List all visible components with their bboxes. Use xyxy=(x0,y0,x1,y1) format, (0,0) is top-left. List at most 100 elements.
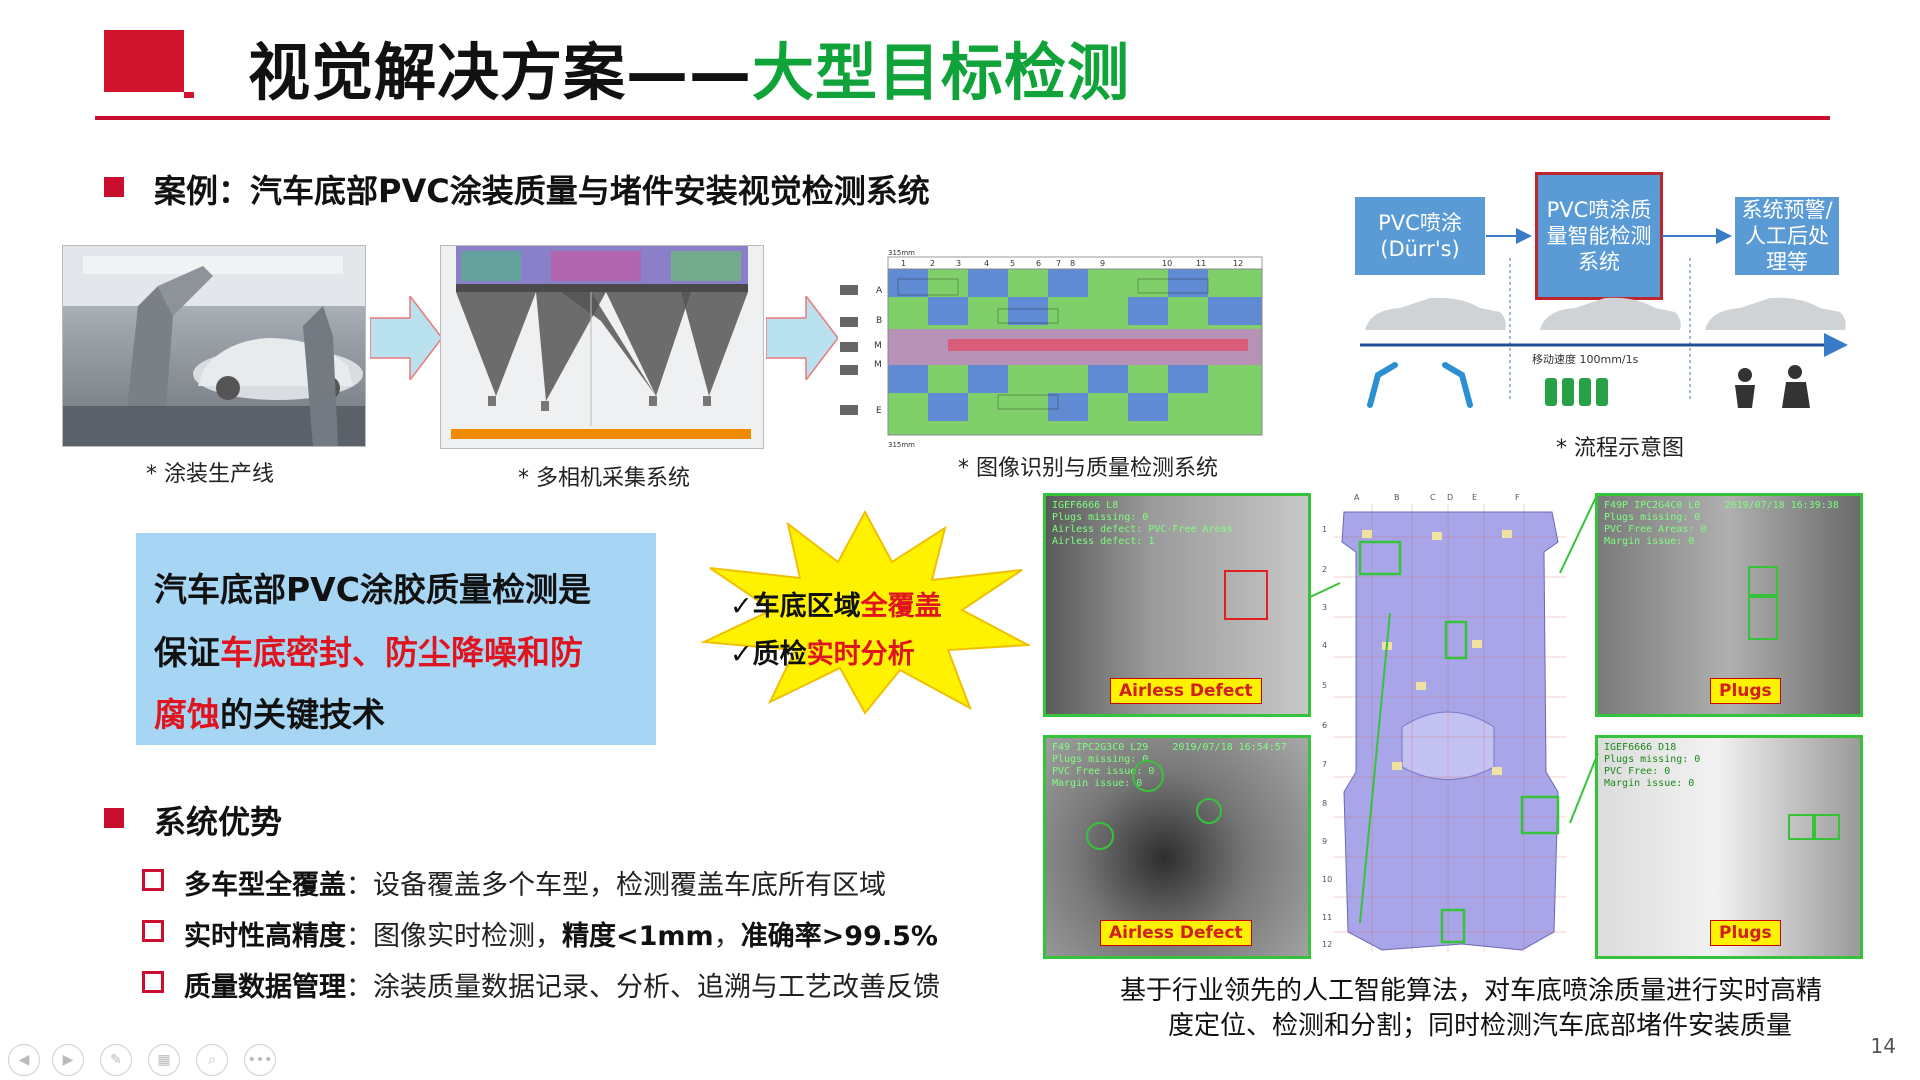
bullet-square xyxy=(104,177,124,197)
checkbox-icon xyxy=(142,920,164,942)
advantage-2-text: ：图像实时检测， xyxy=(346,921,562,952)
slides-icon: ▦ xyxy=(157,1052,171,1068)
svg-text:6: 6 xyxy=(1322,721,1327,730)
svg-text:B: B xyxy=(1394,493,1400,502)
inspection-image-top-right: F49P IPC2G4C0 L0 2019/07/18 16:39:38 Plu… xyxy=(1595,493,1863,717)
inspection-image-bottom-left: F49 IPC2G3C0 L29 2019/07/18 16:54:57 Plu… xyxy=(1043,735,1311,959)
advantage-2-precision: 精度<1mm xyxy=(562,921,714,952)
advantage-2-accuracy: 准确率>99.5% xyxy=(740,921,938,952)
starburst-shape xyxy=(700,510,1030,715)
svg-text:12: 12 xyxy=(1322,940,1332,949)
plug-circle xyxy=(1196,798,1222,824)
next-icon: ▶ xyxy=(62,1052,74,1068)
inspection-1-tag: Airless Defect xyxy=(1110,678,1262,704)
burst-item-2-text: ✓质检 xyxy=(730,639,807,670)
flow-step-alert: 系统预警/人工后处理等 xyxy=(1735,197,1839,275)
advantage-2-title: 实时性高精度 xyxy=(184,921,346,952)
svg-text:2: 2 xyxy=(1322,565,1327,574)
slides-overview-button[interactable]: ▦ xyxy=(148,1044,180,1076)
camera-rig-illustration xyxy=(451,246,751,439)
svg-text:315mm: 315mm xyxy=(888,441,915,449)
flow-step-pvc-spray: PVC喷涂 (Dürr's) xyxy=(1355,197,1485,275)
inspection-image-top-left: IGEF6666 L8 Plugs missing: 0 Airless def… xyxy=(1043,493,1311,717)
next-slide-button[interactable]: ▶ xyxy=(52,1044,84,1076)
plug-circle xyxy=(1086,822,1114,850)
burst-item-2-highlight: 实时分析 xyxy=(806,639,915,670)
inspection-2-tag: Plugs xyxy=(1710,678,1781,704)
svg-text:9: 9 xyxy=(1100,259,1105,268)
plug-box xyxy=(1788,814,1814,840)
key-line-2-highlight: 车底密封、防尘降噪和防 xyxy=(220,633,583,672)
svg-text:315mm: 315mm xyxy=(888,249,915,257)
svg-text:6: 6 xyxy=(1036,259,1041,268)
advantages-heading: 系统优势 xyxy=(154,803,283,841)
page-title-main: 视觉解决方案—— xyxy=(248,36,753,109)
svg-text:1: 1 xyxy=(901,259,906,268)
prev-slide-button[interactable]: ◀ xyxy=(8,1044,40,1076)
inspection-caption-line-1: 基于行业领先的人工智能算法，对车底喷涂质量进行实时高精 xyxy=(1120,976,1823,1006)
page-number: 14 xyxy=(1870,1034,1896,1058)
title-divider xyxy=(95,116,1830,120)
key-line-2-text: 保证 xyxy=(154,633,220,672)
page-title: 视觉解决方案——大型目标检测 xyxy=(248,22,1130,112)
advantage-3-title: 质量数据管理 xyxy=(184,972,346,1003)
svg-text:4: 4 xyxy=(1322,641,1327,650)
zoom-button[interactable]: ⌕ xyxy=(196,1044,228,1076)
plug-box xyxy=(1814,814,1840,840)
svg-text:A: A xyxy=(1354,493,1360,502)
more-options-button[interactable]: ••• xyxy=(244,1044,276,1076)
pen-tool-button[interactable]: ✎ xyxy=(100,1044,132,1076)
svg-text:7: 7 xyxy=(1056,259,1061,268)
advantage-1-title: 多车型全覆盖 xyxy=(184,870,346,901)
inspection-3-tag: Airless Defect xyxy=(1100,920,1252,946)
key-technology-box: 汽车底部PVC涂胶质量检测是 保证车底密封、防尘降噪和防 腐蚀的关键技术 xyxy=(136,533,656,745)
key-line-1: 汽车底部PVC涂胶质量检测是 xyxy=(154,570,591,609)
svg-text:7: 7 xyxy=(1322,760,1327,769)
svg-text:11: 11 xyxy=(1322,913,1332,922)
zoom-icon: ⌕ xyxy=(208,1052,216,1068)
svg-text:3: 3 xyxy=(956,259,961,268)
inspection-1-header: IGEF6666 L8 Plugs missing: 0 Airless def… xyxy=(1052,500,1233,547)
advantage-3-text: ：涂装质量数据记录、分析、追溯与工艺改善反馈 xyxy=(346,972,940,1003)
inspection-image-bottom-right: IGEF6666 D18 Plugs missing: 0 PVC Free: … xyxy=(1595,735,1863,959)
flow-speed-label: 移动速度 100mm/1s xyxy=(1532,353,1639,366)
svg-text:E: E xyxy=(1472,493,1477,502)
key-line-2: 保证车底密封、防尘降噪和防 xyxy=(154,626,583,674)
burst-item-coverage: ✓车底区域全覆盖 xyxy=(730,584,942,623)
advantage-item-3: 质量数据管理：涂装质量数据记录、分析、追溯与工艺改善反馈 xyxy=(184,965,940,1004)
flow-diagram xyxy=(1360,228,1848,408)
plug-box xyxy=(1748,596,1778,640)
svg-text:4: 4 xyxy=(984,259,989,268)
advantage-item-1: 多车型全覆盖：设备覆盖多个车型，检测覆盖车底所有区域 xyxy=(184,863,886,902)
svg-text:12: 12 xyxy=(1233,259,1243,268)
advantage-2-separator: ， xyxy=(713,921,741,952)
key-line-3: 腐蚀的关键技术 xyxy=(154,688,385,736)
case-heading: 案例：汽车底部PVC涂装质量与堵件安装视觉检测系统 xyxy=(154,172,930,210)
svg-text:10: 10 xyxy=(1162,259,1172,268)
key-line-3-text: 的关键技术 xyxy=(220,695,385,734)
arrow-right-icon xyxy=(370,296,442,380)
svg-text:9: 9 xyxy=(1322,837,1327,846)
arrow-right-icon xyxy=(766,296,838,380)
caption-paint-line: * 涂装生产线 xyxy=(146,462,274,487)
prev-icon: ◀ xyxy=(18,1052,30,1068)
advantage-1-text: ：设备覆盖多个车型，检测覆盖车底所有区域 xyxy=(346,870,886,901)
svg-text:11: 11 xyxy=(1196,259,1206,268)
burst-item-1-highlight: 全覆盖 xyxy=(860,591,942,622)
svg-text:C: C xyxy=(1430,493,1436,502)
advantage-item-2: 实时性高精度：图像实时检测，精度<1mm，准确率>99.5% xyxy=(184,914,938,953)
plug-box xyxy=(1748,566,1778,596)
paint-line-photo xyxy=(62,245,366,447)
svg-text:B: B xyxy=(876,316,882,326)
svg-text:D: D xyxy=(1447,493,1453,502)
plug-circle xyxy=(1132,760,1164,792)
paint-line-illustration xyxy=(63,246,365,446)
inspection-3-header: F49 IPC2G3C0 L29 2019/07/18 16:54:57 Plu… xyxy=(1052,742,1287,789)
page-title-highlight: 大型目标检测 xyxy=(752,36,1131,109)
checkbox-icon xyxy=(142,869,164,891)
svg-text:5: 5 xyxy=(1322,681,1327,690)
